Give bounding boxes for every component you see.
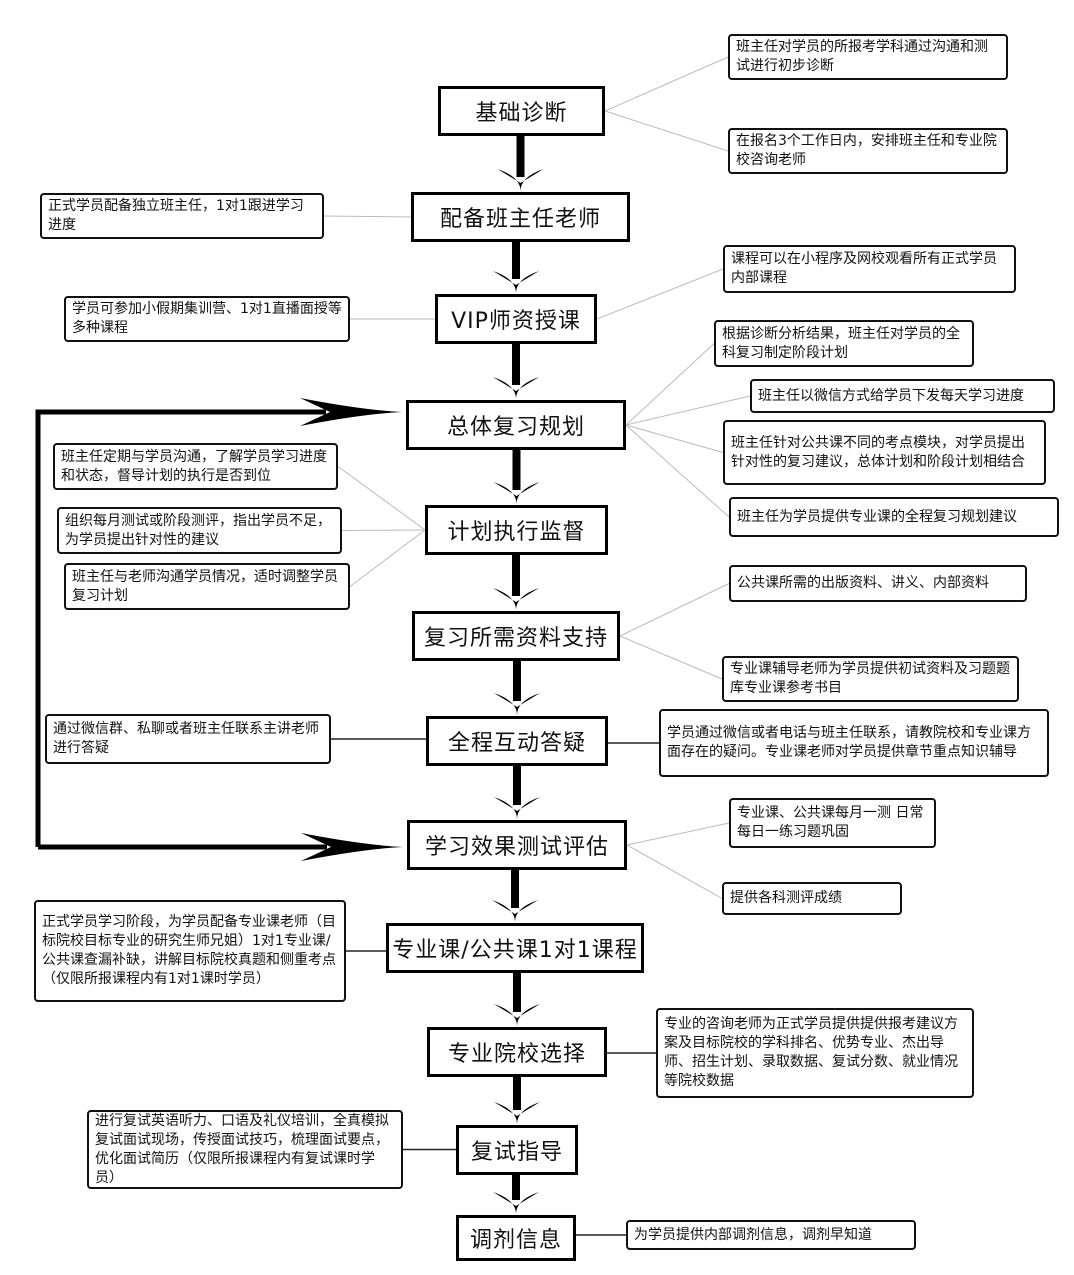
step-adjustment-info: 调剂信息 xyxy=(456,1215,576,1261)
note-retest-training: 进行复试英语听力、口语及礼仪培训，全真模拟复试面试现场，传授面试技巧，梳理面试要… xyxy=(87,1110,403,1189)
flow-arrow-head xyxy=(493,1192,539,1214)
step-label: 全程互动答疑 xyxy=(447,731,586,756)
note-text: 班主任针对公共课不同的考点模块，对学员提出针对性的复习建议，总体计划和阶段计划相… xyxy=(731,434,1025,470)
note-text: 通过微信群、私聊或者班主任联系主讲老师进行答疑 xyxy=(53,721,319,756)
step-school-selection: 专业院校选择 xyxy=(427,1027,607,1077)
note-text: 正式学员学习阶段，为学员配备专业课老师（目标院校目标专业的研究生师兄姐）1对1专… xyxy=(42,914,336,987)
note-school-data: 专业的咨询老师为正式学员提供提供报考建议方案及目标院校的学科排名、优势专业、杰出… xyxy=(656,1008,974,1098)
note-text: 课程可以在小程序及网校观看所有正式学员内部课程 xyxy=(731,251,997,286)
note-text: 班主任为学员提供专业课的全程复习规划建议 xyxy=(737,508,1017,525)
note-text: 专业课辅导老师为学员提供初试资料及习题题库专业课参考书目 xyxy=(730,661,1010,696)
note-connector xyxy=(604,110,729,152)
note-connector xyxy=(349,529,426,587)
note-connector xyxy=(323,215,412,218)
step-learning-assessment: 学习效果测试评估 xyxy=(407,820,627,870)
note-text: 专业课、公共课每月一测 日常每日一练习题巩固 xyxy=(737,805,924,840)
note-stage-plan: 根据诊断分析结果，班主任对学员的全科复习制定阶段计划 xyxy=(714,320,974,367)
note-text: 正式学员配备独立班主任，1对1跟进学习进度 xyxy=(48,198,304,233)
step-label: 基础诊断 xyxy=(475,101,568,126)
note-text: 根据诊断分析结果，班主任对学员的全科复习制定阶段计划 xyxy=(722,325,960,361)
step-overall-review-plan: 总体复习规划 xyxy=(406,400,626,450)
note-text: 提供各科测评成绩 xyxy=(730,890,842,906)
note-public-materials: 公共课所需的出版资料、讲义、内部资料 xyxy=(729,565,1027,602)
note-public-course-advice: 班主任针对公共课不同的考点模块，对学员提出针对性的复习建议，总体计划和阶段计划相… xyxy=(723,420,1046,485)
step-basic-diagnosis: 基础诊断 xyxy=(438,86,605,136)
note-text: 为学员提供内部调剂信息，调剂早知道 xyxy=(634,1226,872,1243)
note-online-courses: 课程可以在小程序及网校观看所有正式学员内部课程 xyxy=(723,245,1016,293)
note-adjust-plan: 班主任与老师沟通学员情况，适时调整学员复习计划 xyxy=(64,563,350,610)
note-adjustment-early: 为学员提供内部调剂信息，调剂早知道 xyxy=(626,1220,916,1250)
step-label: VIP师资授课 xyxy=(451,309,581,334)
step-label: 复试指导 xyxy=(470,1140,563,1165)
note-text: 班主任定期与学员沟通，了解学员学习进度和状态，督导计划的执行是否到位 xyxy=(61,448,327,484)
step-label: 学习效果测试评估 xyxy=(424,835,609,860)
note-monthly-tests: 组织每月测试或阶段测评，指出学员不足，为学员提出针对性的建议 xyxy=(57,507,342,554)
flow-arrow-head xyxy=(493,588,539,610)
flow-arrow-head xyxy=(492,900,538,922)
note-text: 公共课所需的出版资料、讲义、内部资料 xyxy=(737,575,989,591)
note-connector xyxy=(625,424,730,518)
flow-arrow-head xyxy=(493,482,540,504)
flow-arrow-head xyxy=(497,169,544,191)
note-text: 在报名3个工作日内，安排班主任和专业院校咨询老师 xyxy=(736,133,997,168)
flow-arrow-head xyxy=(494,1102,540,1124)
note-connector xyxy=(625,424,724,453)
step-retest-guidance: 复试指导 xyxy=(456,1125,578,1175)
note-course-types: 学员可参加小假期集训营、1对1直播面授等多种课程 xyxy=(64,296,350,342)
note-text: 学员通过微信或者电话与班主任联系，请教院校和专业课方面存在的疑问。专业课老师对学… xyxy=(667,725,1031,760)
note-connector xyxy=(626,844,723,899)
note-regular-communication: 班主任定期与学员沟通，了解学员学习进度和状态，督导计划的执行是否到位 xyxy=(53,443,338,490)
flow-arrow-head xyxy=(494,693,540,715)
note-major-materials: 专业课辅导老师为学员提供初试资料及习题题库专业课参考书目 xyxy=(722,656,1019,702)
step-label: 配备班主任老师 xyxy=(439,207,601,232)
note-text: 组织每月测试或阶段测评，指出学员不足，为学员提出针对性的建议 xyxy=(65,512,331,548)
note-connector xyxy=(604,56,729,112)
note-connector xyxy=(626,822,730,846)
flow-arrow-head xyxy=(493,271,539,293)
step-label: 总体复习规划 xyxy=(446,415,585,440)
note-connector xyxy=(341,529,426,531)
note-daily-progress: 班主任以微信方式给学员下发每天学习进度 xyxy=(750,379,1055,413)
step-material-support: 复习所需资料支持 xyxy=(412,611,620,661)
note-wechat-qa: 通过微信群、私聊或者班主任联系主讲老师进行答疑 xyxy=(45,714,331,764)
note-one-on-one-tutor: 正式学员学习阶段，为学员配备专业课老师（目标院校目标专业的研究生师兄姐）1对1专… xyxy=(34,900,346,1002)
note-dedicated-head-teacher: 正式学员配备独立班主任，1对1跟进学习进度 xyxy=(40,193,324,239)
loop-arrow-head-bottom xyxy=(301,833,403,861)
note-text: 班主任对学员的所报考学科通过沟通和测试进行初步诊断 xyxy=(736,39,988,74)
loop-line-top xyxy=(35,409,326,847)
note-connector xyxy=(625,395,751,426)
step-interactive-qa: 全程互动答疑 xyxy=(426,716,608,766)
flow-arrow-head xyxy=(494,1004,540,1026)
note-connector xyxy=(596,268,724,320)
note-connector xyxy=(625,343,715,426)
note-text: 专业的咨询老师为正式学员提供提供报考建议方案及目标院校的学科排名、优势专业、杰出… xyxy=(664,1016,958,1089)
step-label: 复习所需资料支持 xyxy=(423,626,608,651)
note-phone-qa: 学员通过微信或者电话与班主任联系，请教院校和专业课方面存在的疑问。专业课老师对学… xyxy=(659,709,1049,777)
note-monthly-test-daily-practice: 专业课、公共课每月一测 日常每日一练习题巩固 xyxy=(729,798,936,848)
note-text: 学员可参加小假期集训营、1对1直播面授等多种课程 xyxy=(72,301,342,336)
note-major-course-plan: 班主任为学员提供专业课的全程复习规划建议 xyxy=(729,497,1059,537)
note-connector xyxy=(337,466,426,531)
step-label: 计划执行监督 xyxy=(447,520,586,545)
step-one-on-one-course: 专业课/公共课1对1课程 xyxy=(386,923,644,973)
note-arrange-within-3-days: 在报名3个工作日内，安排班主任和专业院校咨询老师 xyxy=(728,128,1008,174)
note-connector xyxy=(619,635,723,680)
note-connector xyxy=(619,583,730,637)
step-plan-supervision: 计划执行监督 xyxy=(425,505,608,555)
note-text: 班主任与老师沟通学员情况，适时调整学员复习计划 xyxy=(72,568,338,604)
step-label: 专业课/公共课1对1课程 xyxy=(392,938,638,963)
note-test-scores: 提供各科测评成绩 xyxy=(722,882,902,915)
step-assign-head-teacher: 配备班主任老师 xyxy=(411,192,630,242)
note-text: 进行复试英语听力、口语及礼仪培训，全真模拟复试面试现场，传授面试技巧，梳理面试要… xyxy=(95,1112,389,1186)
step-vip-teaching: VIP师资授课 xyxy=(435,294,597,344)
flow-arrow-head xyxy=(493,377,539,399)
flow-arrow-head xyxy=(494,797,540,819)
step-label: 专业院校选择 xyxy=(447,1042,586,1067)
note-initial-diagnosis: 班主任对学员的所报考学科通过沟通和测试进行初步诊断 xyxy=(728,34,1008,80)
step-label: 调剂信息 xyxy=(469,1228,562,1253)
loop-arrow-head-top xyxy=(300,398,402,426)
note-text: 班主任以微信方式给学员下发每天学习进度 xyxy=(758,387,1024,404)
